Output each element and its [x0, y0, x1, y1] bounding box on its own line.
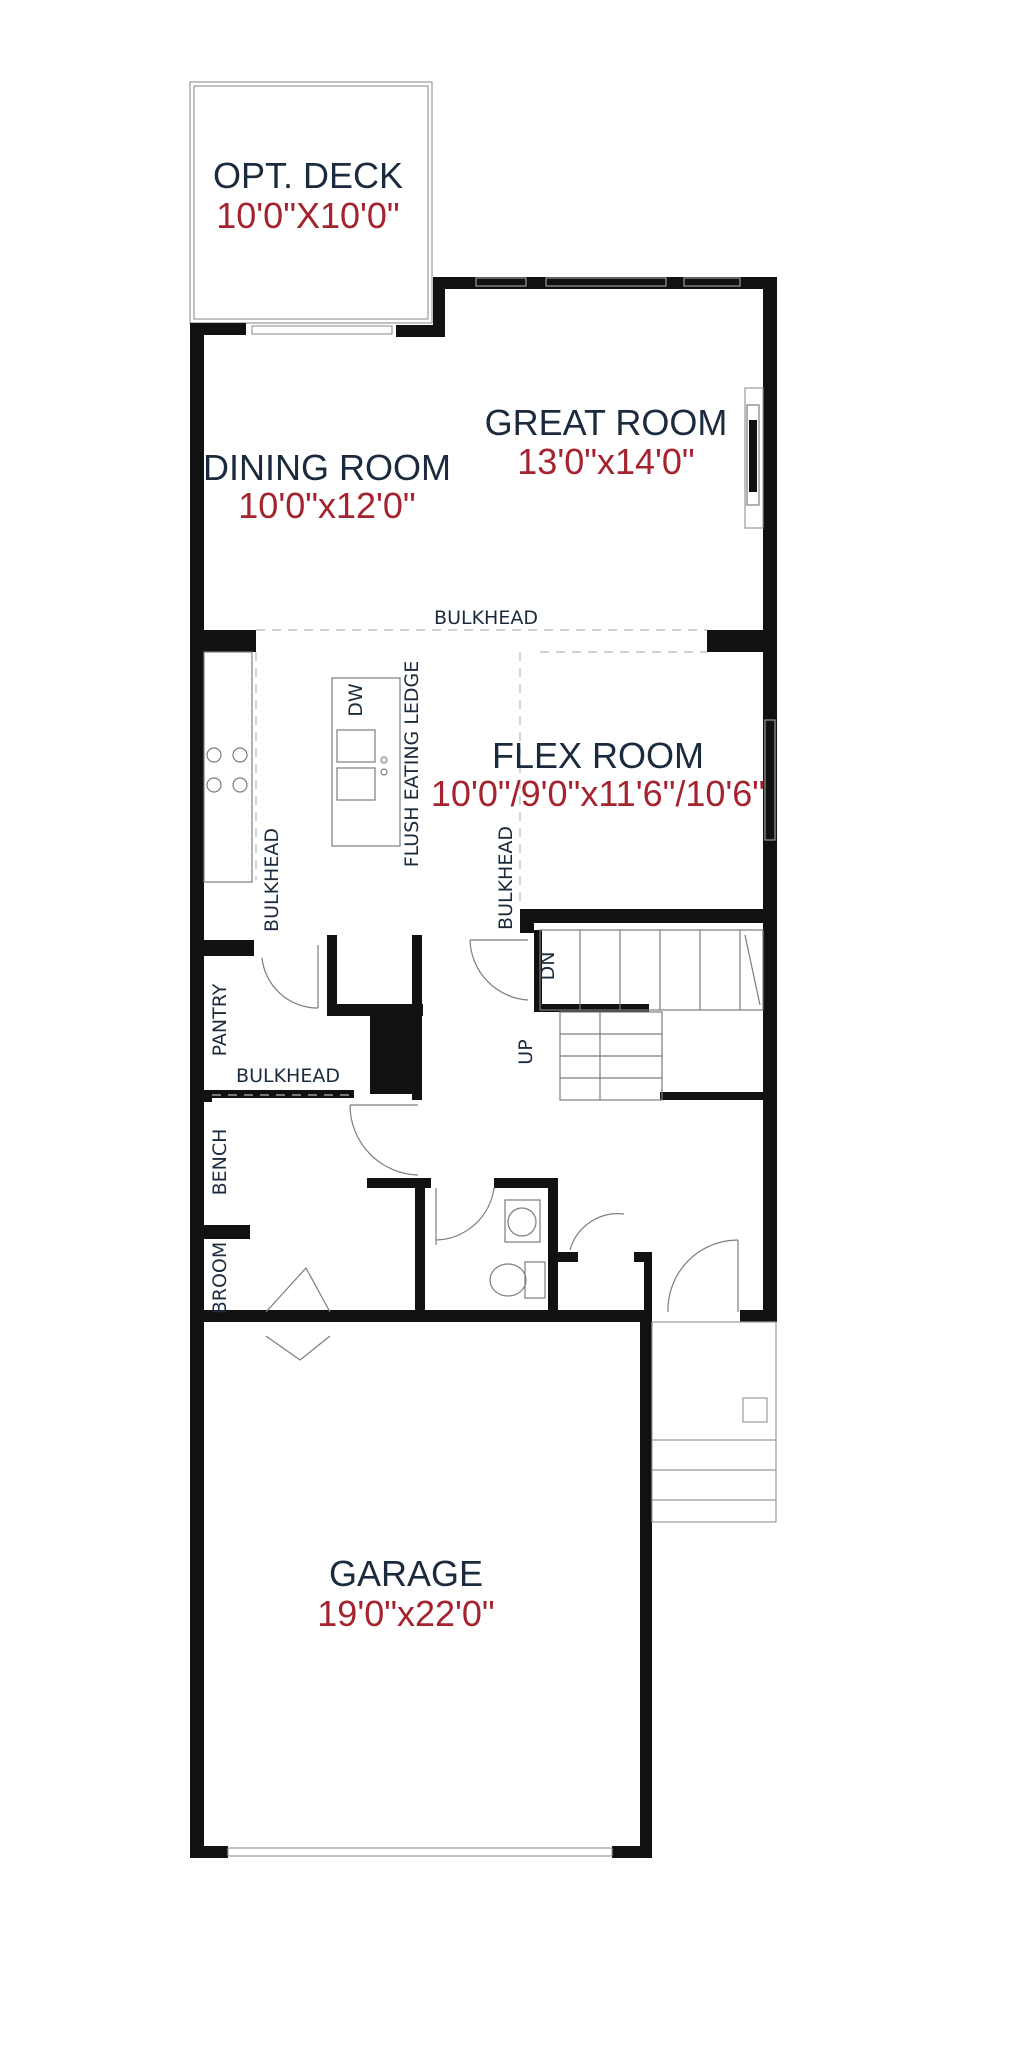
flex-room-name: FLEX ROOM — [492, 735, 704, 776]
bulkhead-label-kitchen: BULKHEAD — [261, 828, 283, 932]
down-label: DN — [537, 952, 559, 981]
fireplace — [746, 404, 760, 506]
up-label: UP — [515, 1039, 537, 1064]
flex-room-dim: 10'0"/9'0"x11'6"/10'6" — [431, 773, 765, 814]
kitchen-fixtures — [203, 651, 521, 905]
stairs — [539, 929, 764, 1101]
dining-room-dim: 10'0"x12'0" — [238, 485, 415, 526]
exterior-walls — [190, 277, 777, 1858]
bulkhead-label-pantry: BULKHEAD — [236, 1065, 340, 1087]
front-landing — [651, 1321, 777, 1523]
deck-name: OPT. DECK — [213, 155, 403, 196]
doors — [261, 939, 739, 1361]
bench-label: BENCH — [209, 1129, 231, 1196]
great-room-name: GREAT ROOM — [485, 402, 728, 443]
dw-label: DW — [345, 683, 367, 717]
broom-label: BROOM — [209, 1242, 231, 1315]
windows — [227, 277, 776, 1857]
deck-dim: 10'0"X10'0" — [216, 195, 399, 236]
garage-name: GARAGE — [329, 1553, 483, 1594]
bulkhead-lines — [212, 629, 707, 1096]
interior-walls — [204, 630, 777, 1318]
powder-room-fixtures — [489, 1199, 546, 1299]
bulkhead-label-top: BULKHEAD — [434, 607, 538, 629]
great-room-dim: 13'0"x14'0" — [517, 441, 694, 482]
pantry-label: PANTRY — [209, 983, 231, 1056]
dining-room-name: DINING ROOM — [203, 447, 451, 488]
garage-dim: 19'0"x22'0" — [317, 1593, 494, 1634]
deck-outline — [189, 81, 433, 324]
eating-ledge-label: FLUSH EATING LEDGE — [401, 661, 423, 868]
bulkhead-label-stair: BULKHEAD — [495, 826, 517, 930]
